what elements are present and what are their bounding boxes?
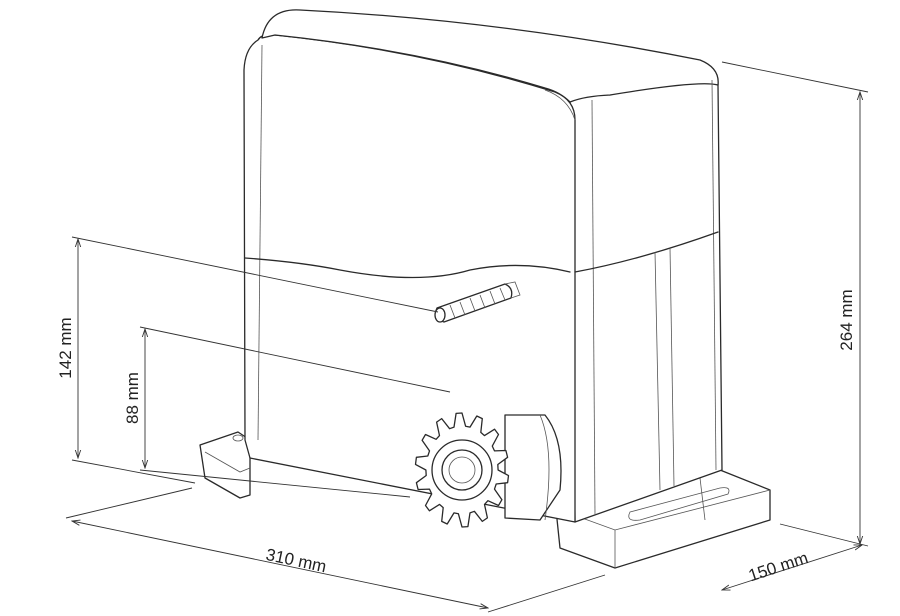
dimension-label-264: 264 mm (837, 289, 856, 350)
dimension-label-310: 310 mm (264, 545, 328, 576)
dimension-depth: 150 mm (722, 545, 862, 590)
base-plate-left (199, 431, 251, 499)
dimension-gear-height: 88 mm (123, 326, 451, 498)
motor-housing (243, 9, 723, 523)
dimension-overall-height: 264 mm (721, 61, 869, 547)
dimension-label-150: 150 mm (746, 548, 810, 585)
threaded-shaft (434, 281, 521, 323)
drive-gear (414, 412, 562, 528)
dimension-label-88: 88 mm (123, 372, 142, 424)
dimension-label-142: 142 mm (56, 317, 75, 378)
dimension-shaft-height: 142 mm (56, 236, 439, 484)
